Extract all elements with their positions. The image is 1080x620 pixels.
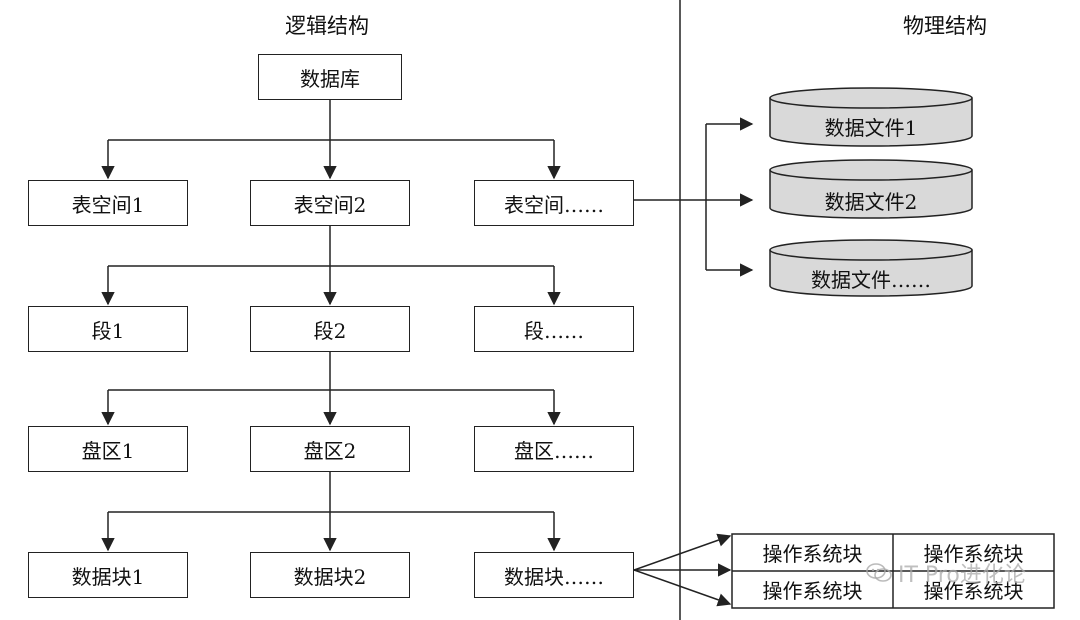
watermark-text: IT Pro进化论 [898, 563, 1026, 588]
datafile-label-n: 数据文件…… [811, 268, 931, 292]
datablock-box-1: 数据块1 [28, 552, 188, 598]
arrow-to-os-block-bottom [633, 569, 732, 607]
datafile-label-1: 数据文件1 [824, 116, 918, 140]
tablespace-box-n: 表空间…… [474, 180, 634, 226]
physical-structure-title: 物理结构 [903, 14, 987, 38]
os-block-cell-3: 操作系统块 [762, 579, 863, 603]
arrow-to-os-block-top [633, 533, 732, 571]
watermark: IT Pro进化论 [866, 557, 1026, 589]
datafile-cylinder-n [769, 239, 973, 297]
tablespace-box-1: 表空间1 [28, 180, 188, 226]
extent-box-n: 盘区…… [474, 426, 634, 472]
wechat-icon [866, 563, 892, 582]
database-box: 数据库 [258, 54, 402, 100]
os-block-cell-1: 操作系统块 [762, 542, 863, 566]
os-block-cell-4: 操作系统块 [923, 579, 1024, 603]
tablespace-box-2: 表空间2 [250, 180, 410, 226]
datablock-box-2: 数据块2 [250, 552, 410, 598]
datafile-cylinder-2 [769, 159, 973, 219]
segment-box-1: 段1 [28, 306, 188, 352]
datafile-cylinder-1 [769, 87, 973, 147]
segment-box-2: 段2 [250, 306, 410, 352]
os-block-grid [731, 533, 1055, 609]
segment-box-n: 段…… [474, 306, 634, 352]
datafile-label-2: 数据文件2 [824, 190, 918, 214]
logical-structure-title: 逻辑结构 [285, 14, 369, 38]
os-block-cell-2: 操作系统块 [923, 542, 1024, 566]
extent-box-2: 盘区2 [250, 426, 410, 472]
extent-box-1: 盘区1 [28, 426, 188, 472]
datablock-box-n: 数据块…… [474, 552, 634, 598]
